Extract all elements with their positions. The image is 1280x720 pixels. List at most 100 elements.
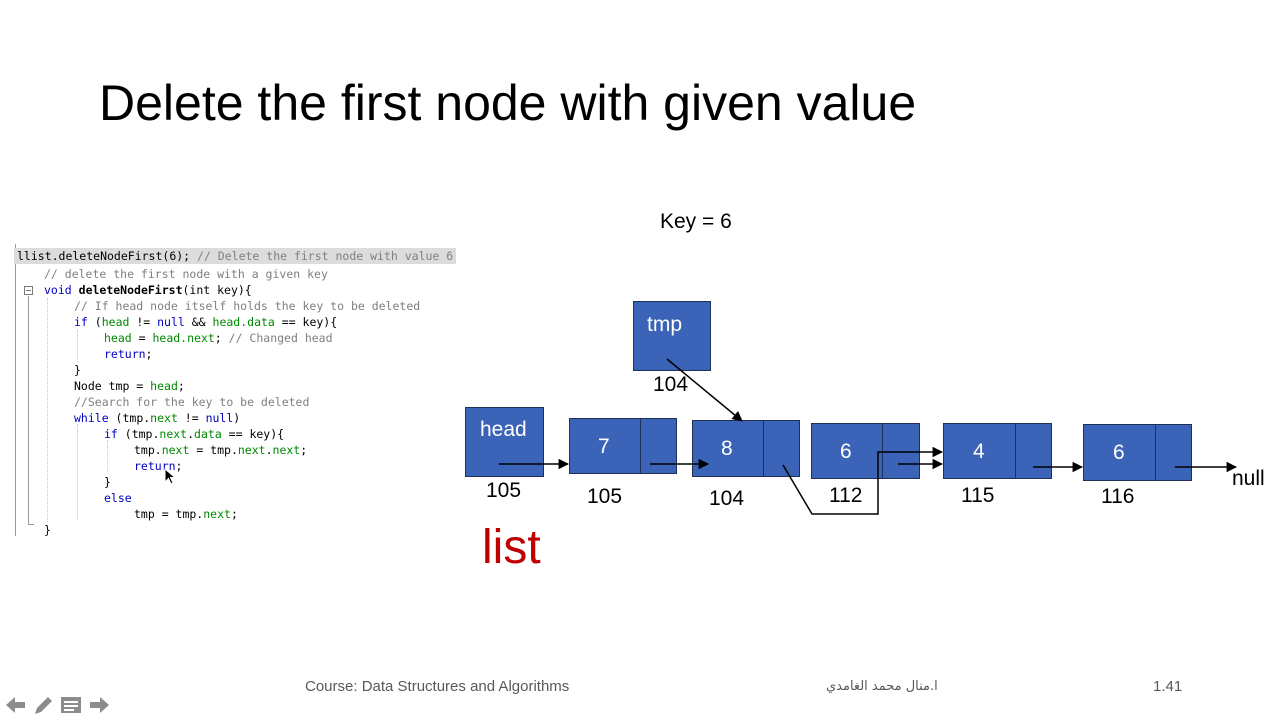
code-comment: // delete the first node with a given ke… — [44, 267, 328, 281]
null-label: null — [1232, 467, 1265, 490]
node-value: 8 — [721, 437, 733, 460]
tmp-label: tmp — [647, 313, 683, 336]
node-address: 105 — [587, 485, 623, 508]
code-keyword: void — [44, 283, 72, 297]
list-label: list — [482, 521, 541, 574]
code-token: == key){ — [274, 315, 338, 329]
node-next-cell — [1155, 424, 1192, 481]
node-value: 7 — [598, 435, 610, 458]
code-keyword: while — [74, 411, 109, 425]
pen-icon[interactable] — [31, 694, 55, 716]
code-line: if (tmp.next.data == key){ — [104, 426, 284, 442]
code-keyword: return — [104, 347, 146, 361]
node-address: 104 — [709, 487, 745, 510]
node-address: 112 — [829, 484, 863, 507]
node-value: 4 — [973, 440, 985, 463]
code-token: (tmp. — [117, 427, 160, 441]
fold-line-end — [28, 524, 34, 525]
code-token: } — [74, 363, 81, 377]
code-line: Node tmp = head; — [74, 378, 185, 394]
code-line: llist.deleteNodeFirst(6); // Delete the … — [14, 248, 457, 264]
code-line: else — [104, 490, 132, 506]
code-token: tmp = tmp. — [134, 507, 204, 521]
head-address: 105 — [486, 479, 522, 502]
code-token: = tmp. — [189, 443, 238, 457]
code-line: if (head != null && head.data == key){ — [74, 314, 337, 330]
code-token: llist.deleteNodeFirst(6); — [17, 249, 191, 263]
code-line: return; — [104, 346, 152, 362]
code-field: next — [159, 427, 188, 441]
code-token: != — [177, 411, 206, 425]
previous-icon[interactable] — [4, 694, 28, 716]
code-line: // delete the first node with a given ke… — [44, 266, 328, 282]
node-address: 116 — [1101, 485, 1135, 508]
code-field: head — [101, 315, 130, 329]
mouse-cursor-icon — [164, 468, 176, 485]
menu-icon[interactable] — [59, 694, 83, 716]
code-comment: //Search for the key to be deleted — [74, 395, 310, 409]
code-token: (int key){ — [182, 283, 252, 297]
code-keyword: null — [205, 411, 234, 425]
code-line: tmp = tmp.next; — [134, 506, 238, 522]
next-icon[interactable] — [87, 694, 111, 716]
node-next-cell — [763, 420, 800, 477]
code-line: } — [104, 474, 111, 490]
indent-guide — [47, 298, 48, 522]
code-keyword: if — [104, 427, 118, 441]
code-function-name: deleteNodeFirst — [78, 283, 183, 297]
code-token: != — [129, 315, 158, 329]
fold-line — [28, 296, 29, 524]
head-label: head — [480, 418, 527, 441]
footer-course: Course: Data Structures and Algorithms — [305, 678, 570, 695]
code-token: Node tmp = — [74, 379, 151, 393]
node-next-cell — [640, 418, 677, 474]
slide-number: 1.41 — [1153, 678, 1183, 695]
code-field: head.next — [152, 331, 215, 345]
code-field: head — [104, 331, 132, 345]
code-token: = — [131, 331, 153, 345]
code-token: == key){ — [221, 427, 285, 441]
code-token: ; — [177, 379, 185, 393]
code-token: ( — [87, 315, 102, 329]
code-comment: // Delete the first node with value 6 — [197, 249, 454, 263]
footer-author: ا.منال محمد الغامدي — [826, 679, 938, 694]
node-next-cell — [882, 423, 920, 479]
code-comment: // If head node itself holds the key to … — [74, 299, 421, 313]
code-token: } — [44, 523, 51, 537]
code-line: } — [44, 522, 51, 538]
code-token: && — [184, 315, 213, 329]
code-token: ; — [175, 459, 183, 473]
collapse-icon[interactable]: − — [24, 286, 33, 295]
code-field: next — [161, 443, 190, 457]
code-token: tmp. — [134, 443, 162, 457]
code-token: ) — [233, 411, 241, 425]
code-field: next — [272, 443, 301, 457]
node-value: 6 — [1113, 441, 1125, 464]
key-label: Key = 6 — [660, 210, 732, 233]
node-data-cell — [943, 423, 1016, 479]
code-token: (tmp. — [108, 411, 151, 425]
code-token: ; — [145, 347, 153, 361]
code-field: head — [150, 379, 178, 393]
code-keyword: null — [157, 315, 185, 329]
indent-guide — [77, 424, 78, 520]
code-token: } — [104, 475, 111, 489]
code-line: while (tmp.next != null) — [74, 410, 240, 426]
code-line: //Search for the key to be deleted — [74, 394, 309, 410]
code-field: head.data — [212, 315, 275, 329]
code-token: ; — [214, 331, 229, 345]
node-next-cell — [1015, 423, 1052, 479]
indent-guide — [107, 440, 108, 472]
code-comment: // Changed head — [228, 331, 333, 345]
code-panel — [15, 244, 466, 536]
tmp-address: 104 — [653, 373, 689, 396]
code-keyword: else — [104, 491, 132, 505]
node-value: 6 — [840, 440, 852, 463]
code-field: next — [150, 411, 178, 425]
code-line: head = head.next; // Changed head — [104, 330, 333, 346]
slide-title: Delete the first node with given value — [99, 75, 917, 131]
code-line: tmp.next = tmp.next.next; — [134, 442, 307, 458]
code-line: // If head node itself holds the key to … — [74, 298, 420, 314]
code-field: next — [203, 507, 231, 521]
code-field: next — [237, 443, 266, 457]
